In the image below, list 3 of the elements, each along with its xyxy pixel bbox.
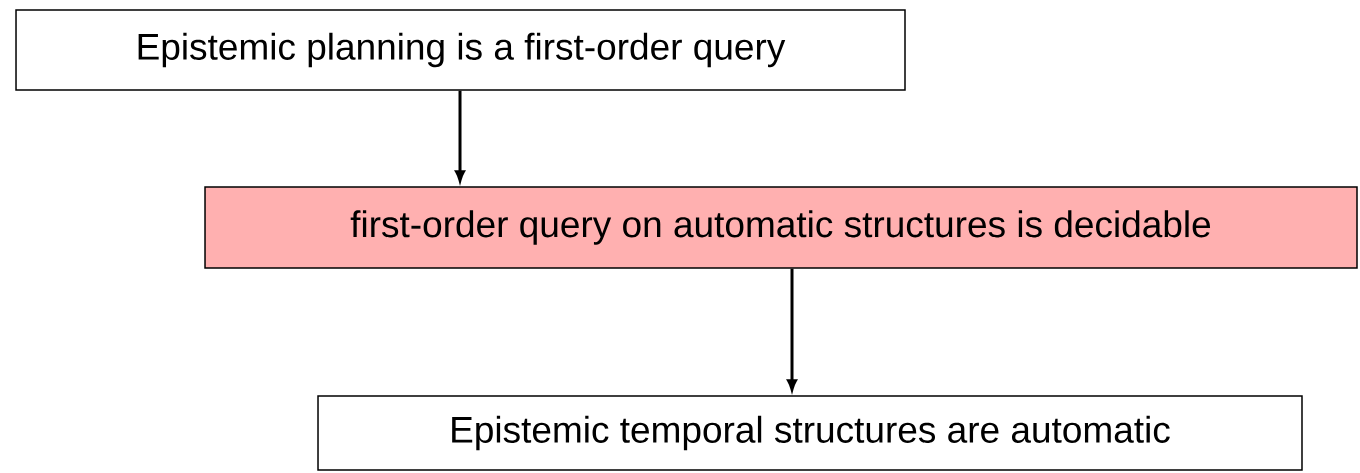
statement-box: first-order query on automatic structures is decidable (204, 186, 1358, 269)
statement-box: Epistemic temporal structures are automatic (317, 395, 1303, 471)
statement-box: Epistemic planning is a first-order query (15, 9, 906, 91)
